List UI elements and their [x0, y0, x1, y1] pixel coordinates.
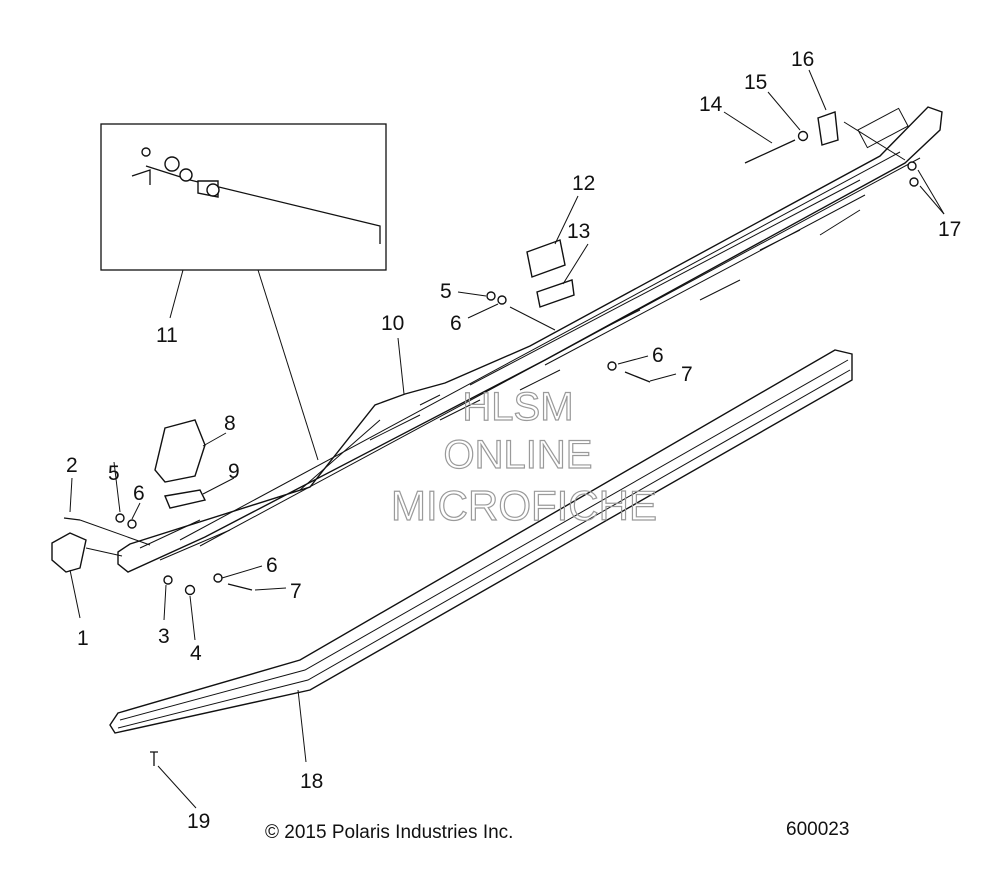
part-6a-washer: [127, 519, 137, 529]
callout-1: 1: [77, 627, 89, 650]
part-7b-bolt: [624, 371, 651, 383]
part-15-nut: [797, 130, 809, 142]
part-7a-bolt: [227, 583, 253, 591]
part-19-screw: [150, 751, 158, 766]
callout-4: 4: [190, 642, 202, 665]
part-1-end-cap: [51, 532, 87, 573]
part-6d-washer: [607, 361, 617, 371]
callout-16: 16: [791, 48, 814, 71]
inset-box-rod-assembly: [100, 123, 387, 271]
watermark-line-2: ONLINE: [444, 433, 593, 477]
leader-lines: [69, 69, 945, 809]
part-14-stud: [744, 139, 796, 164]
callout-15: 15: [744, 71, 767, 94]
callout-9: 9: [228, 460, 240, 483]
part-8-bracket: [154, 419, 206, 483]
callout-6a: 6: [133, 482, 145, 505]
watermark-line-3: MICROFICHE: [391, 482, 657, 529]
callout-2: 2: [66, 454, 78, 477]
part-17-rivet-b: [909, 177, 919, 187]
callout-6c: 6: [450, 312, 462, 335]
callout-7b: 7: [681, 363, 693, 386]
part-6b-washer: [213, 573, 223, 583]
part-13-insert: [536, 279, 575, 308]
hardware-parts: [51, 111, 919, 766]
callout-14: 14: [699, 93, 723, 116]
part-2-screw: [63, 517, 81, 521]
rail-assembly: [117, 106, 943, 573]
callout-3: 3: [158, 625, 170, 648]
part-17-rivet: [907, 161, 917, 171]
callout-10: 10: [381, 312, 404, 335]
callout-8: 8: [224, 412, 236, 435]
part-4-nut: [184, 584, 196, 596]
part-3-washer: [163, 575, 173, 585]
part-5b-nut: [486, 291, 496, 301]
callout-17: 17: [938, 218, 961, 241]
callout-7a: 7: [290, 580, 302, 603]
callout-labels: 1 2 3 4 5 5 6 6 6 6 7 7 8 9 10 11 12 13 …: [66, 48, 961, 833]
part-6c-washer: [497, 295, 507, 305]
slide-hyfax: [109, 349, 853, 734]
callout-11: 11: [156, 324, 178, 347]
part-5a-nut: [115, 513, 125, 523]
figure-number: 600023: [786, 819, 849, 840]
copyright-text: © 2015 Polaris Industries Inc.: [265, 822, 513, 843]
callout-12: 12: [572, 172, 595, 195]
watermark-line-1: HLSM: [462, 385, 573, 429]
watermark: HLSM ONLINE MICROFICHE: [390, 384, 657, 529]
callout-5a: 5: [108, 462, 120, 485]
callout-5b: 5: [440, 280, 452, 303]
callout-6d: 6: [652, 344, 664, 367]
callout-6b: 6: [266, 554, 278, 577]
callout-13: 13: [567, 220, 590, 243]
callout-18: 18: [300, 770, 323, 793]
part-12-block: [526, 239, 566, 278]
part-9-spacer: [164, 489, 207, 509]
part-16-bracket: [817, 111, 839, 146]
callout-19: 19: [187, 810, 210, 833]
